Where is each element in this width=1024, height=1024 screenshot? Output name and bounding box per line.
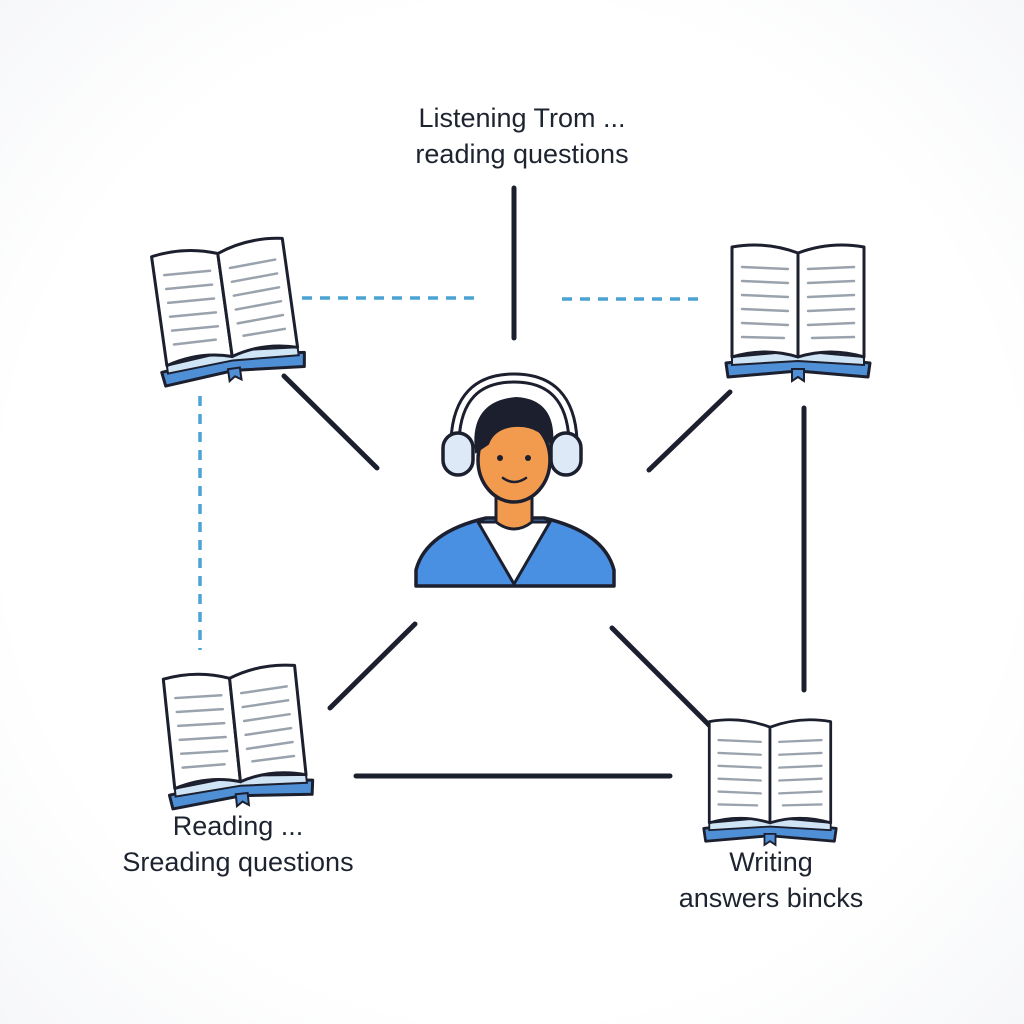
- dashed-connectors: [198, 296, 700, 650]
- label-top: Listening Trom ... reading questions: [372, 100, 672, 172]
- connector-top-left: [281, 373, 380, 471]
- label-bottom-right-line1: Writing: [729, 847, 813, 877]
- label-bottom-left: Reading ... Sreading questions: [88, 808, 388, 880]
- label-bottom-left-line2: Sreading questions: [122, 847, 354, 877]
- label-bottom-left-line1: Reading ...: [172, 811, 304, 841]
- connector-top-right: [646, 389, 733, 473]
- label-bottom-right: Writing answers bincks: [621, 844, 921, 916]
- person-with-headphones-icon: [414, 372, 616, 588]
- open-book-icon: [143, 234, 309, 392]
- label-top-line2: reading questions: [415, 139, 629, 169]
- open-book-icon: [702, 718, 838, 847]
- connector-bottom-left: [327, 621, 418, 711]
- label-bottom-right-line2: answers bincks: [678, 883, 864, 913]
- open-book-icon: [155, 661, 317, 815]
- open-book-icon: [724, 243, 872, 383]
- connector-bottom-right: [609, 625, 715, 731]
- label-top-line1: Listening Trom ...: [418, 103, 626, 133]
- connector-lines: [281, 185, 807, 779]
